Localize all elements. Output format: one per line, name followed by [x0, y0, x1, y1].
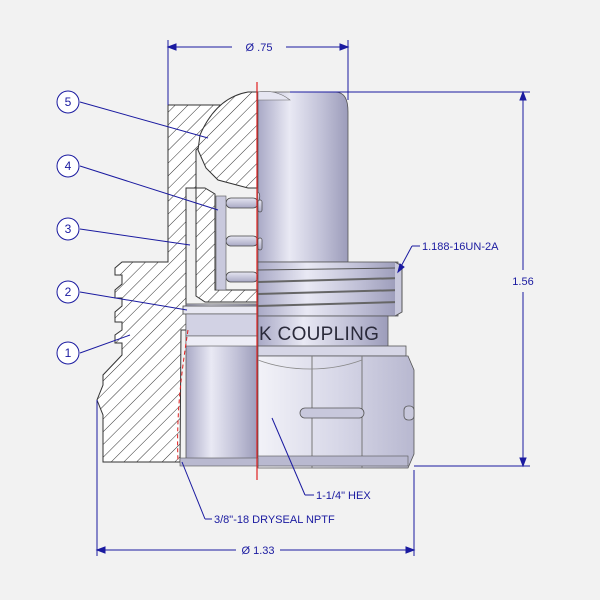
callout-bubble-1[interactable]: 1 [56, 341, 80, 365]
callout-number-1: 1 [65, 346, 72, 360]
thread-label: 1.188-16UN-2A [422, 241, 499, 253]
thread-section [257, 261, 403, 317]
callout-bubble-4[interactable]: 4 [56, 154, 80, 178]
retaining-ring [182, 305, 259, 315]
top-diameter-label: Ø .75 [246, 42, 273, 54]
dimension-lines [79, 40, 530, 556]
coupling-label: K COUPLING [259, 324, 379, 345]
callout-bubble-5[interactable]: 5 [56, 90, 80, 114]
body-section [96, 104, 233, 463]
callout-number-3: 3 [65, 222, 72, 236]
pipe-thread-line [177, 329, 189, 463]
hex-label: 1-1/4" HEX [316, 490, 371, 502]
pipe-thread-label: 3/8"-18 DRYSEAL NPTF [214, 514, 335, 526]
label-collar [257, 315, 389, 349]
plug-section [197, 91, 259, 189]
callout-number-5: 5 [65, 95, 72, 109]
callout-bubble-2[interactable]: 2 [56, 280, 80, 304]
callout-number-4: 4 [65, 159, 72, 173]
bottom-diameter-label: Ø 1.33 [241, 545, 274, 557]
callout-number-2: 2 [65, 285, 72, 299]
spring-coils [225, 197, 259, 283]
height-label: 1.56 [512, 276, 533, 288]
callout-bubble-3[interactable]: 3 [56, 217, 80, 241]
upper-stem [257, 91, 349, 263]
hex-nut [257, 355, 415, 469]
